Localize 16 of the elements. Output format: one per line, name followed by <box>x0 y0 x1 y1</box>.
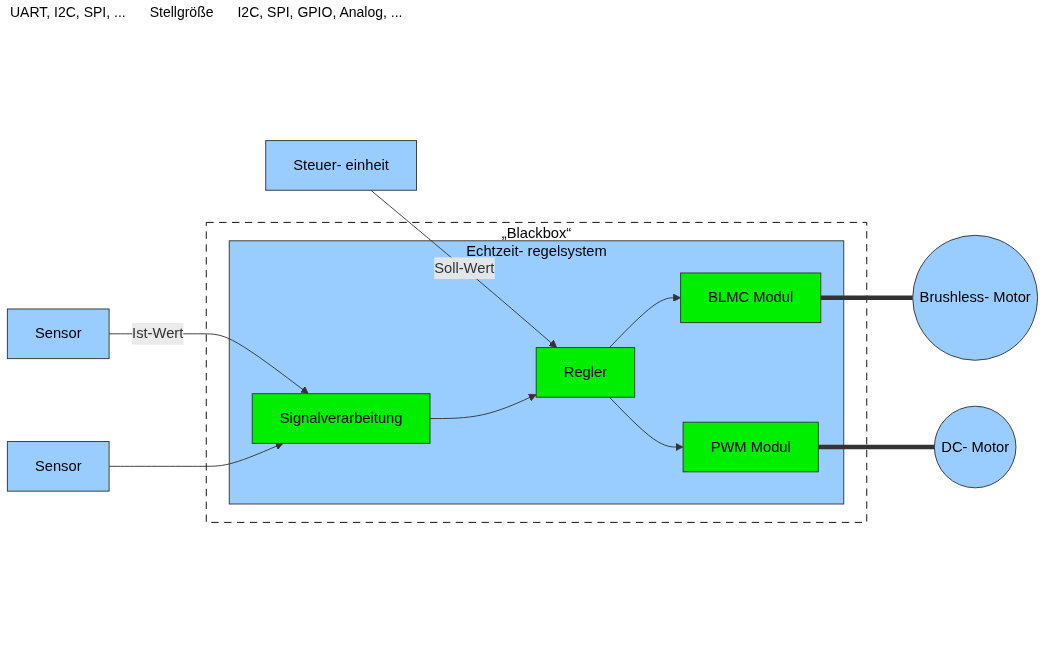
connector <box>818 444 935 450</box>
node-circle: Brushless- Motor <box>912 234 1039 361</box>
node-box: Sensor <box>6 441 110 492</box>
note-text: UART, I2C, SPI, ... <box>10 4 126 20</box>
edge-label: Soll-Wert <box>434 260 495 276</box>
connector <box>820 295 913 301</box>
node-circle: DC- Motor <box>933 405 1017 489</box>
edge-label: Ist-Wert <box>132 325 184 342</box>
node-box: PWM Modul <box>682 421 819 473</box>
node-box: Sensor <box>6 308 110 360</box>
note-text: Stellgröße <box>149 4 214 20</box>
node-box: Regler <box>535 347 636 398</box>
node-box: BLMC Modul <box>680 272 822 324</box>
node-box: Steuer- einheit <box>265 140 417 191</box>
node-box: Signalverarbeitung <box>251 393 431 444</box>
note-text: I2C, SPI, GPIO, Analog, ... <box>237 4 403 20</box>
